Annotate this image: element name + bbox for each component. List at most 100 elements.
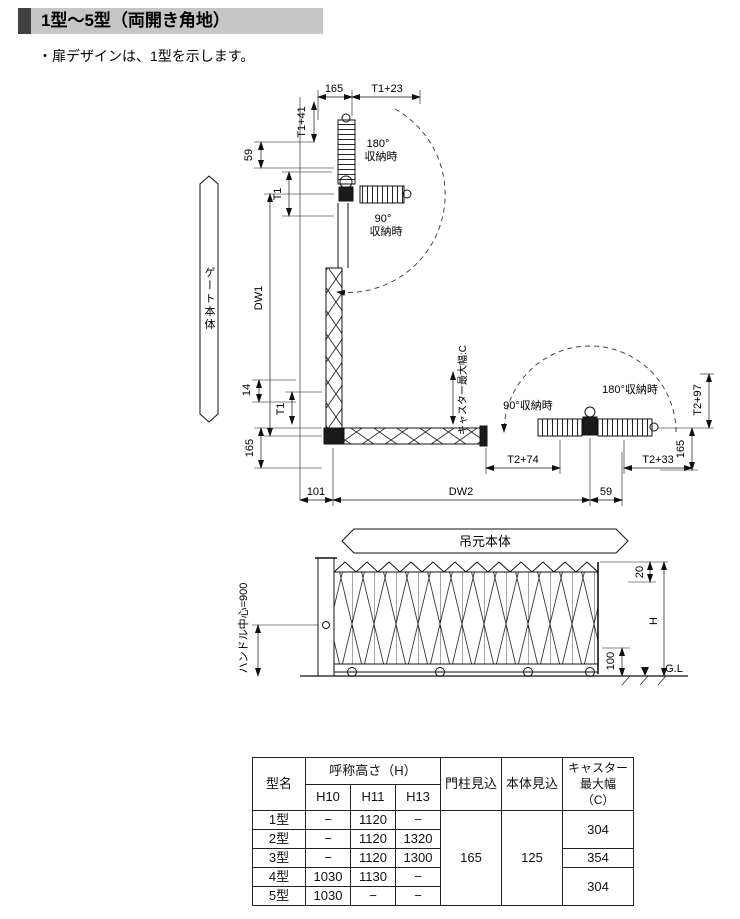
col-header-body-depth: 本体見込 (501, 757, 564, 811)
cell-h11: 1120 (350, 848, 396, 868)
table-row: 3型 − 1120 1300 354 (252, 848, 635, 868)
design-note: ・扉デザインは、1型を示します。 (38, 48, 255, 64)
ground-level-marker (641, 667, 649, 676)
stowed-gate-90-right-bundle (537, 418, 583, 437)
elevation-view: ハンドル中心=900 (237, 557, 599, 677)
dim-100: 100 (605, 652, 617, 670)
dim-t2-plus-33: T2+33 (642, 454, 674, 466)
cell-h11: − (350, 886, 396, 906)
cell-h13: − (395, 867, 441, 887)
cell-body-depth: 125 (501, 810, 564, 906)
bottom-dimensions: 101 DW2 59 (299, 438, 623, 506)
stowed-gate-90-bundle (359, 185, 405, 204)
accordion-gate-vertical (325, 267, 343, 429)
dim-t2-plus-97: T2+97 (692, 384, 704, 416)
right-gate-assembly: 90°収納時 180°収納時 (501, 345, 677, 437)
dim-101: 101 (307, 486, 325, 498)
cell-h10: − (305, 810, 351, 830)
cell-caster: 354 (562, 848, 635, 868)
col-header-h10: H10 (305, 783, 351, 811)
accordion-plan: キャスター最大幅:C (323, 267, 488, 447)
dim-165-right: 165 (675, 440, 687, 458)
stow-90-top-label-line1: 90° (375, 213, 392, 225)
table-row: 2型 − 1120 1320 (252, 829, 634, 849)
hanging-pivot-post (582, 416, 598, 436)
left-dimensions: DW1 14 T1 165 (241, 193, 334, 469)
corner-post (323, 427, 345, 445)
cell-type: 3型 (252, 848, 306, 868)
dim-t2-plus-74: T2+74 (507, 454, 539, 466)
cell-pillar-depth: 165 (439, 810, 503, 906)
pivot-post (338, 186, 354, 202)
table-row: 5型 1030 − − (252, 886, 634, 906)
caster-max-width-label: キャスター最大幅:C (456, 345, 469, 435)
col-header-type: 型名 (252, 757, 306, 811)
cell-h11: 1120 (350, 810, 396, 830)
accordion-lattice-elevation (333, 571, 599, 665)
col-header-caster: キャスター 最大幅 （C） (562, 757, 635, 811)
gate-body-label: ゲート本体 (203, 266, 216, 331)
stowed-gate-180-right-bundle (597, 418, 653, 437)
dim-20: 20 (634, 566, 646, 578)
dim-165-left: 165 (244, 439, 256, 457)
stow-180-top-label-line1: 180° (367, 138, 390, 150)
cell-h10: 1030 (305, 867, 351, 887)
cell-h13: − (395, 886, 441, 906)
ground-line-label: G.L (665, 663, 683, 675)
top-gate-assembly: 180° 収納時 90° 収納時 (336, 108, 446, 296)
hanging-body-label: 吊元本体 (459, 534, 511, 549)
cell-h13: 1300 (395, 848, 441, 868)
dim-59-top: 59 (243, 149, 255, 161)
cell-h13: 1320 (395, 829, 441, 849)
elevation-dimensions: 20 H 100 G.L (300, 561, 688, 686)
table-row: 4型 1030 1130 − 304 (252, 867, 635, 906)
title-bar: 1型〜5型（両開き角地） (31, 8, 323, 34)
top-dimensions: 165 T1+23 T1+41 59 T1 (243, 83, 421, 217)
moving-end-post (479, 425, 488, 447)
hanging-post-elevation (317, 557, 335, 677)
hanging-body-box: 吊元本体 (341, 528, 629, 554)
cell-h11: 1120 (350, 829, 396, 849)
swing-arc-right (501, 345, 677, 433)
caster-header-line2: 最大幅 (580, 777, 617, 791)
col-header-nominal-height: 呼称高さ（H） (305, 757, 441, 785)
dim-t1-lower: T1 (275, 403, 287, 416)
handle-center-label: ハンドル中心=900 (237, 583, 250, 674)
cell-type: 1型 (252, 810, 306, 830)
table-row: 1型 − 1120 − 165 125 304 (252, 810, 635, 906)
dim-59-bottom: 59 (600, 486, 612, 498)
stow-90-right-label: 90°収納時 (503, 399, 553, 412)
dim-dw1: DW1 (253, 286, 265, 310)
cell-h11: 1130 (350, 867, 396, 887)
dim-14: 14 (241, 384, 253, 396)
cell-h13: − (395, 810, 441, 830)
cell-type: 2型 (252, 829, 306, 849)
dim-dw2: DW2 (449, 486, 473, 498)
cell-h10: − (305, 829, 351, 849)
swing-arc-top (336, 108, 446, 296)
cell-caster: 304 (562, 867, 635, 906)
stowed-gate-180-bundle (337, 119, 356, 185)
col-header-h13: H13 (395, 783, 441, 811)
cell-h10: 1030 (305, 886, 351, 906)
cell-type: 5型 (252, 886, 306, 906)
stow-180-right-label: 180°収納時 (602, 383, 658, 396)
stow-180-top-label-line2: 収納時 (365, 150, 398, 163)
dim-t1-plus-23: T1+23 (371, 83, 403, 95)
spec-table: 型名 呼称高さ（H） 門柱見込 本体見込 キャスター 最大幅 （C） H10 H… (252, 757, 635, 906)
cell-h10: − (305, 848, 351, 868)
right-dimensions: T2+97 165 T2+74 T2+33 (485, 373, 714, 474)
gate-top-zigzag (333, 561, 599, 573)
technical-diagram: 165 T1+23 T1+41 59 T1 180° 収納時 90° 収納時 ゲ… (199, 83, 714, 686)
col-header-h11: H11 (350, 783, 396, 811)
cell-caster: 304 (562, 810, 635, 849)
gate-body-box: ゲート本体 (199, 175, 219, 423)
dim-165-top: 165 (325, 83, 343, 95)
handle (322, 621, 330, 629)
page-title: 1型〜5型（両開き角地） (41, 11, 230, 30)
title-accent-block (18, 8, 31, 34)
col-header-pillar-depth: 門柱見込 (439, 757, 503, 811)
bottom-rail (333, 663, 599, 673)
dim-h: H (648, 617, 660, 625)
stow-90-top-label-line2: 収納時 (370, 225, 403, 238)
